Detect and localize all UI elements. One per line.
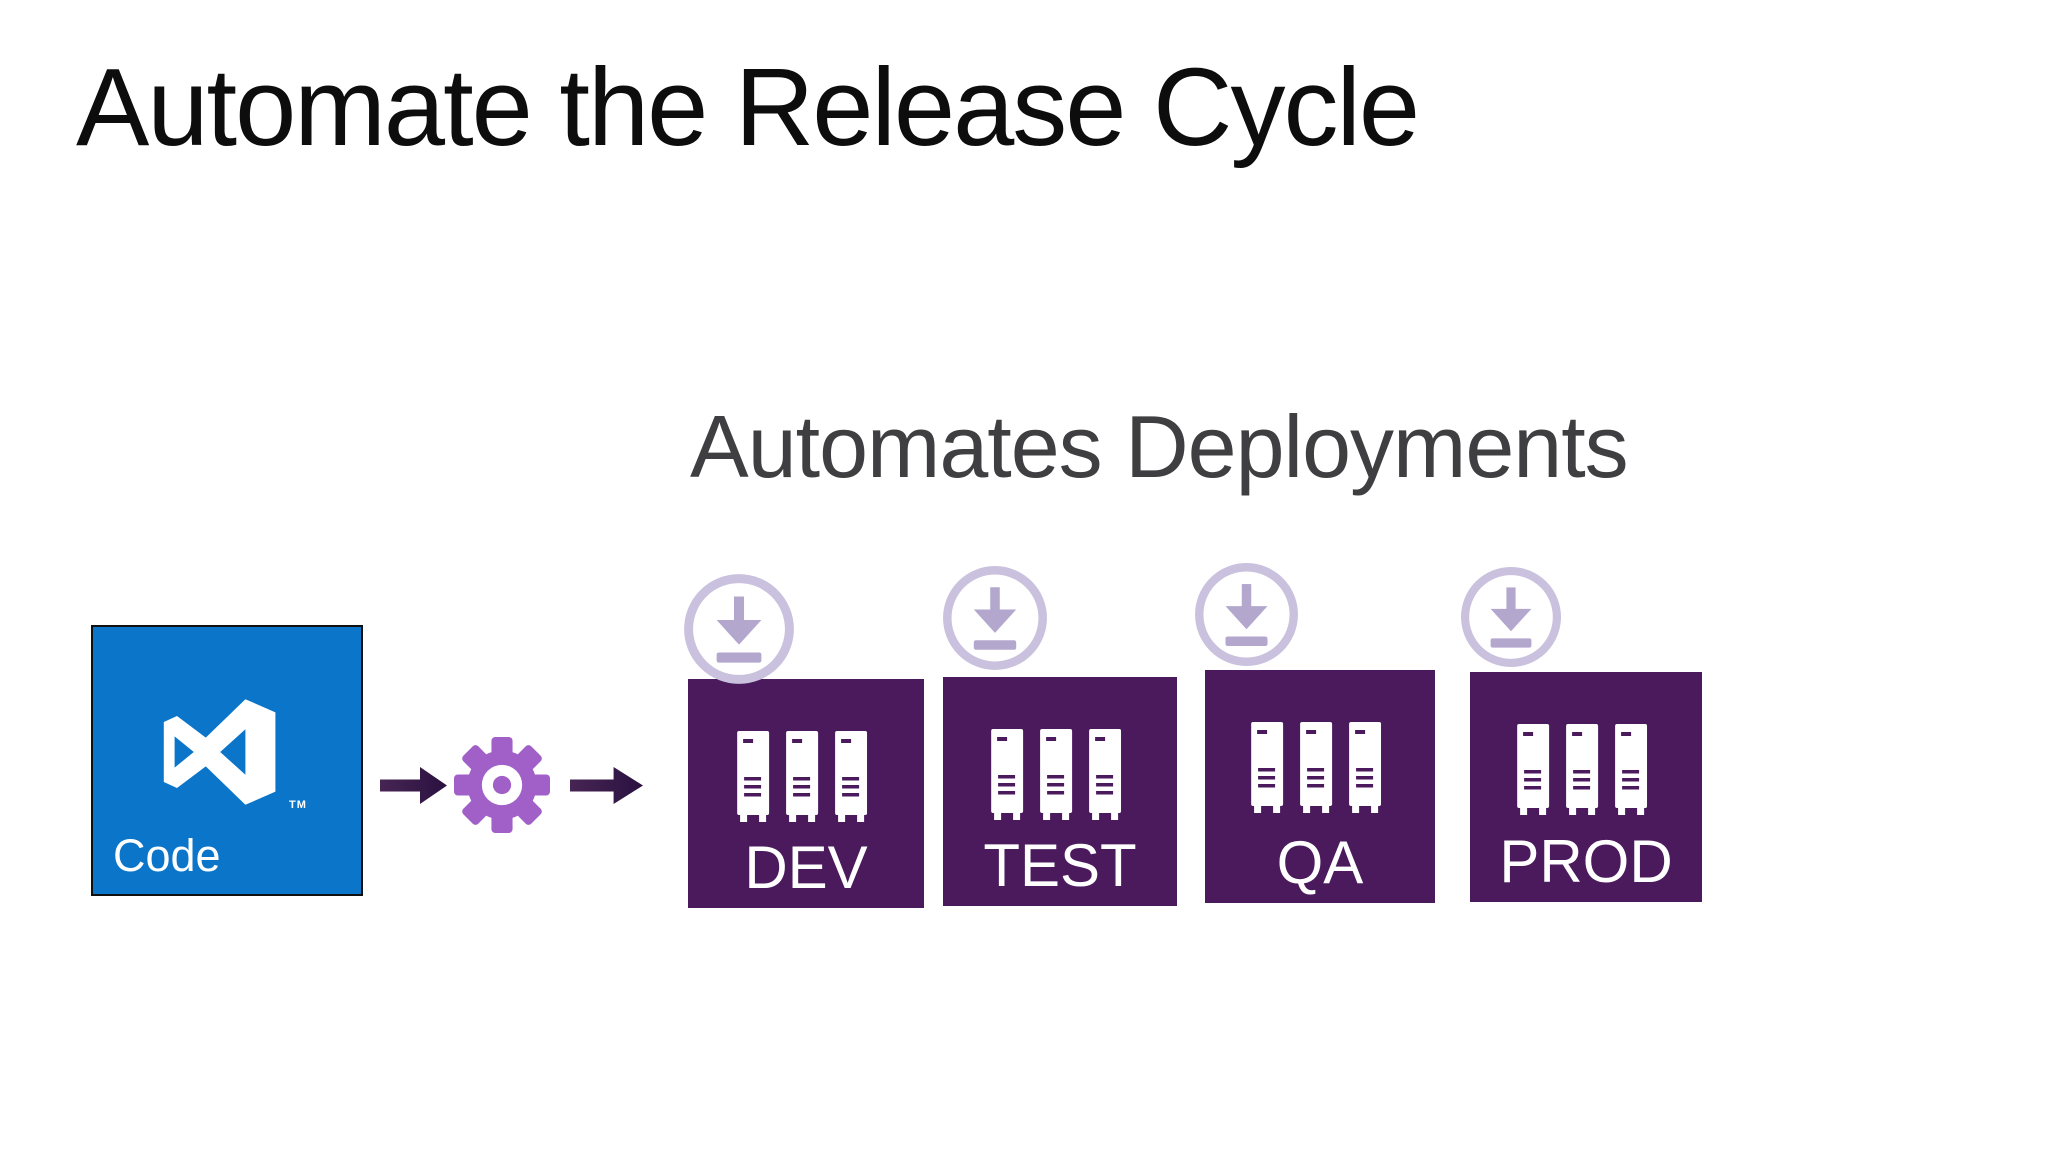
environment-label: QA [1276, 829, 1364, 896]
download-circle-icon [1460, 566, 1562, 668]
code-tile-label: Code [113, 830, 221, 881]
environment-tile-dev: DEV [688, 679, 924, 908]
trademark-label: TM [289, 799, 307, 811]
environment-label: DEV [744, 834, 868, 901]
subtitle: Automates Deployments [690, 397, 1629, 496]
server-rack-icon [1251, 722, 1381, 814]
server-rack-icon [1517, 724, 1647, 816]
environment-label: PROD [1499, 828, 1673, 895]
right-arrow-icon [570, 767, 643, 804]
environment-tile-test: TEST [943, 677, 1177, 906]
gear-icon [454, 737, 550, 833]
download-circle-icon [683, 573, 795, 685]
page-title: Automate the Release Cycle [76, 46, 1420, 169]
server-rack-icon [991, 729, 1121, 821]
environment-tile-prod: PROD [1470, 672, 1702, 902]
download-circle-icon [942, 565, 1048, 671]
server-rack-icon [737, 731, 867, 823]
environment-tile-qa: QA [1205, 670, 1435, 903]
code-tile: TM Code [91, 625, 363, 896]
download-circle-icon [1194, 562, 1299, 667]
environment-label: TEST [983, 832, 1137, 899]
visual-studio-logo-icon [163, 699, 276, 805]
right-arrow-icon [380, 767, 447, 804]
